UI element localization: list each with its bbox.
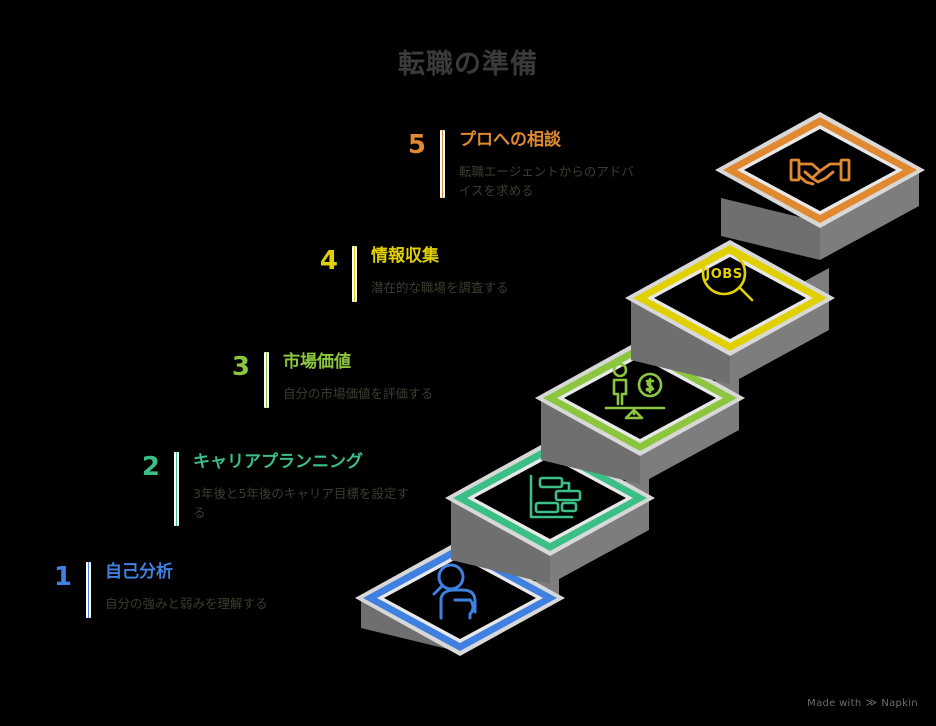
- step-description-4: 潜在的な職場を調査する: [371, 280, 509, 296]
- step-description-1: 自分の強みと弱みを理解する: [105, 596, 268, 612]
- step-number-2: 2: [141, 452, 160, 482]
- watermark-brand: Napkin: [881, 698, 918, 709]
- step-number-1: 1: [53, 562, 72, 592]
- platform-step-2: [445, 440, 655, 584]
- step-description-3: 自分の市場価値を評価する: [283, 386, 434, 402]
- step-title-3: 市場価値: [283, 352, 351, 372]
- step-accent-bar-5: [440, 130, 445, 198]
- step-text-4: 4 情報収集 潜在的な職場を調査する: [296, 246, 548, 302]
- step-number-4: 4: [319, 246, 338, 276]
- napkin-logo-icon: ≫: [865, 696, 878, 709]
- step-title-5: プロへの相談: [459, 130, 561, 150]
- step-text-1: 1 自己分析 自分の強みと弱みを理解する: [30, 562, 320, 618]
- handshake-icon: [789, 158, 851, 186]
- page-title: 転職の準備: [398, 49, 538, 80]
- watermark-prefix: Made with: [807, 698, 862, 709]
- step-description-2: 3年後と5年後のキャリア目標を設定する: [193, 486, 409, 520]
- step-number-3: 3: [231, 352, 250, 382]
- step-title-2: キャリアプランニング: [193, 452, 363, 472]
- step-text-2: 2 キャリアプランニング 3年後と5年後のキャリア目標を設定する: [118, 452, 418, 526]
- step-number-5: 5: [407, 130, 426, 160]
- person-magnifier-icon: [432, 563, 477, 620]
- step-accent-bar-4: [352, 246, 357, 302]
- jobs-magnifier-icon: [701, 250, 754, 302]
- jobs-magnifier-icon-label: JOBS: [704, 267, 742, 282]
- step-text-5: 5 プロへの相談 転職エージェントからのアドバイスを求める: [384, 130, 636, 201]
- gantt-chart-icon: [529, 474, 582, 519]
- step-title-4: 情報収集: [371, 246, 439, 266]
- platform-step-5: [715, 112, 925, 260]
- step-text-3: 3 市場価値 自分の市場価値を評価する: [208, 352, 468, 408]
- platform-step-4: JOBS: [625, 240, 835, 384]
- step-accent-bar-1: [86, 562, 91, 618]
- napkin-watermark: Made with ≫ Napkin: [807, 696, 918, 710]
- platform-step-1: [355, 540, 565, 656]
- step-accent-bar-2: [174, 452, 179, 526]
- step-description-5: 転職エージェントからのアドバイスを求める: [459, 164, 634, 198]
- balance-scale-person-money-icon: [604, 362, 666, 420]
- step-accent-bar-3: [264, 352, 269, 408]
- step-title-1: 自己分析: [105, 562, 173, 582]
- platform-step-3: [535, 340, 745, 484]
